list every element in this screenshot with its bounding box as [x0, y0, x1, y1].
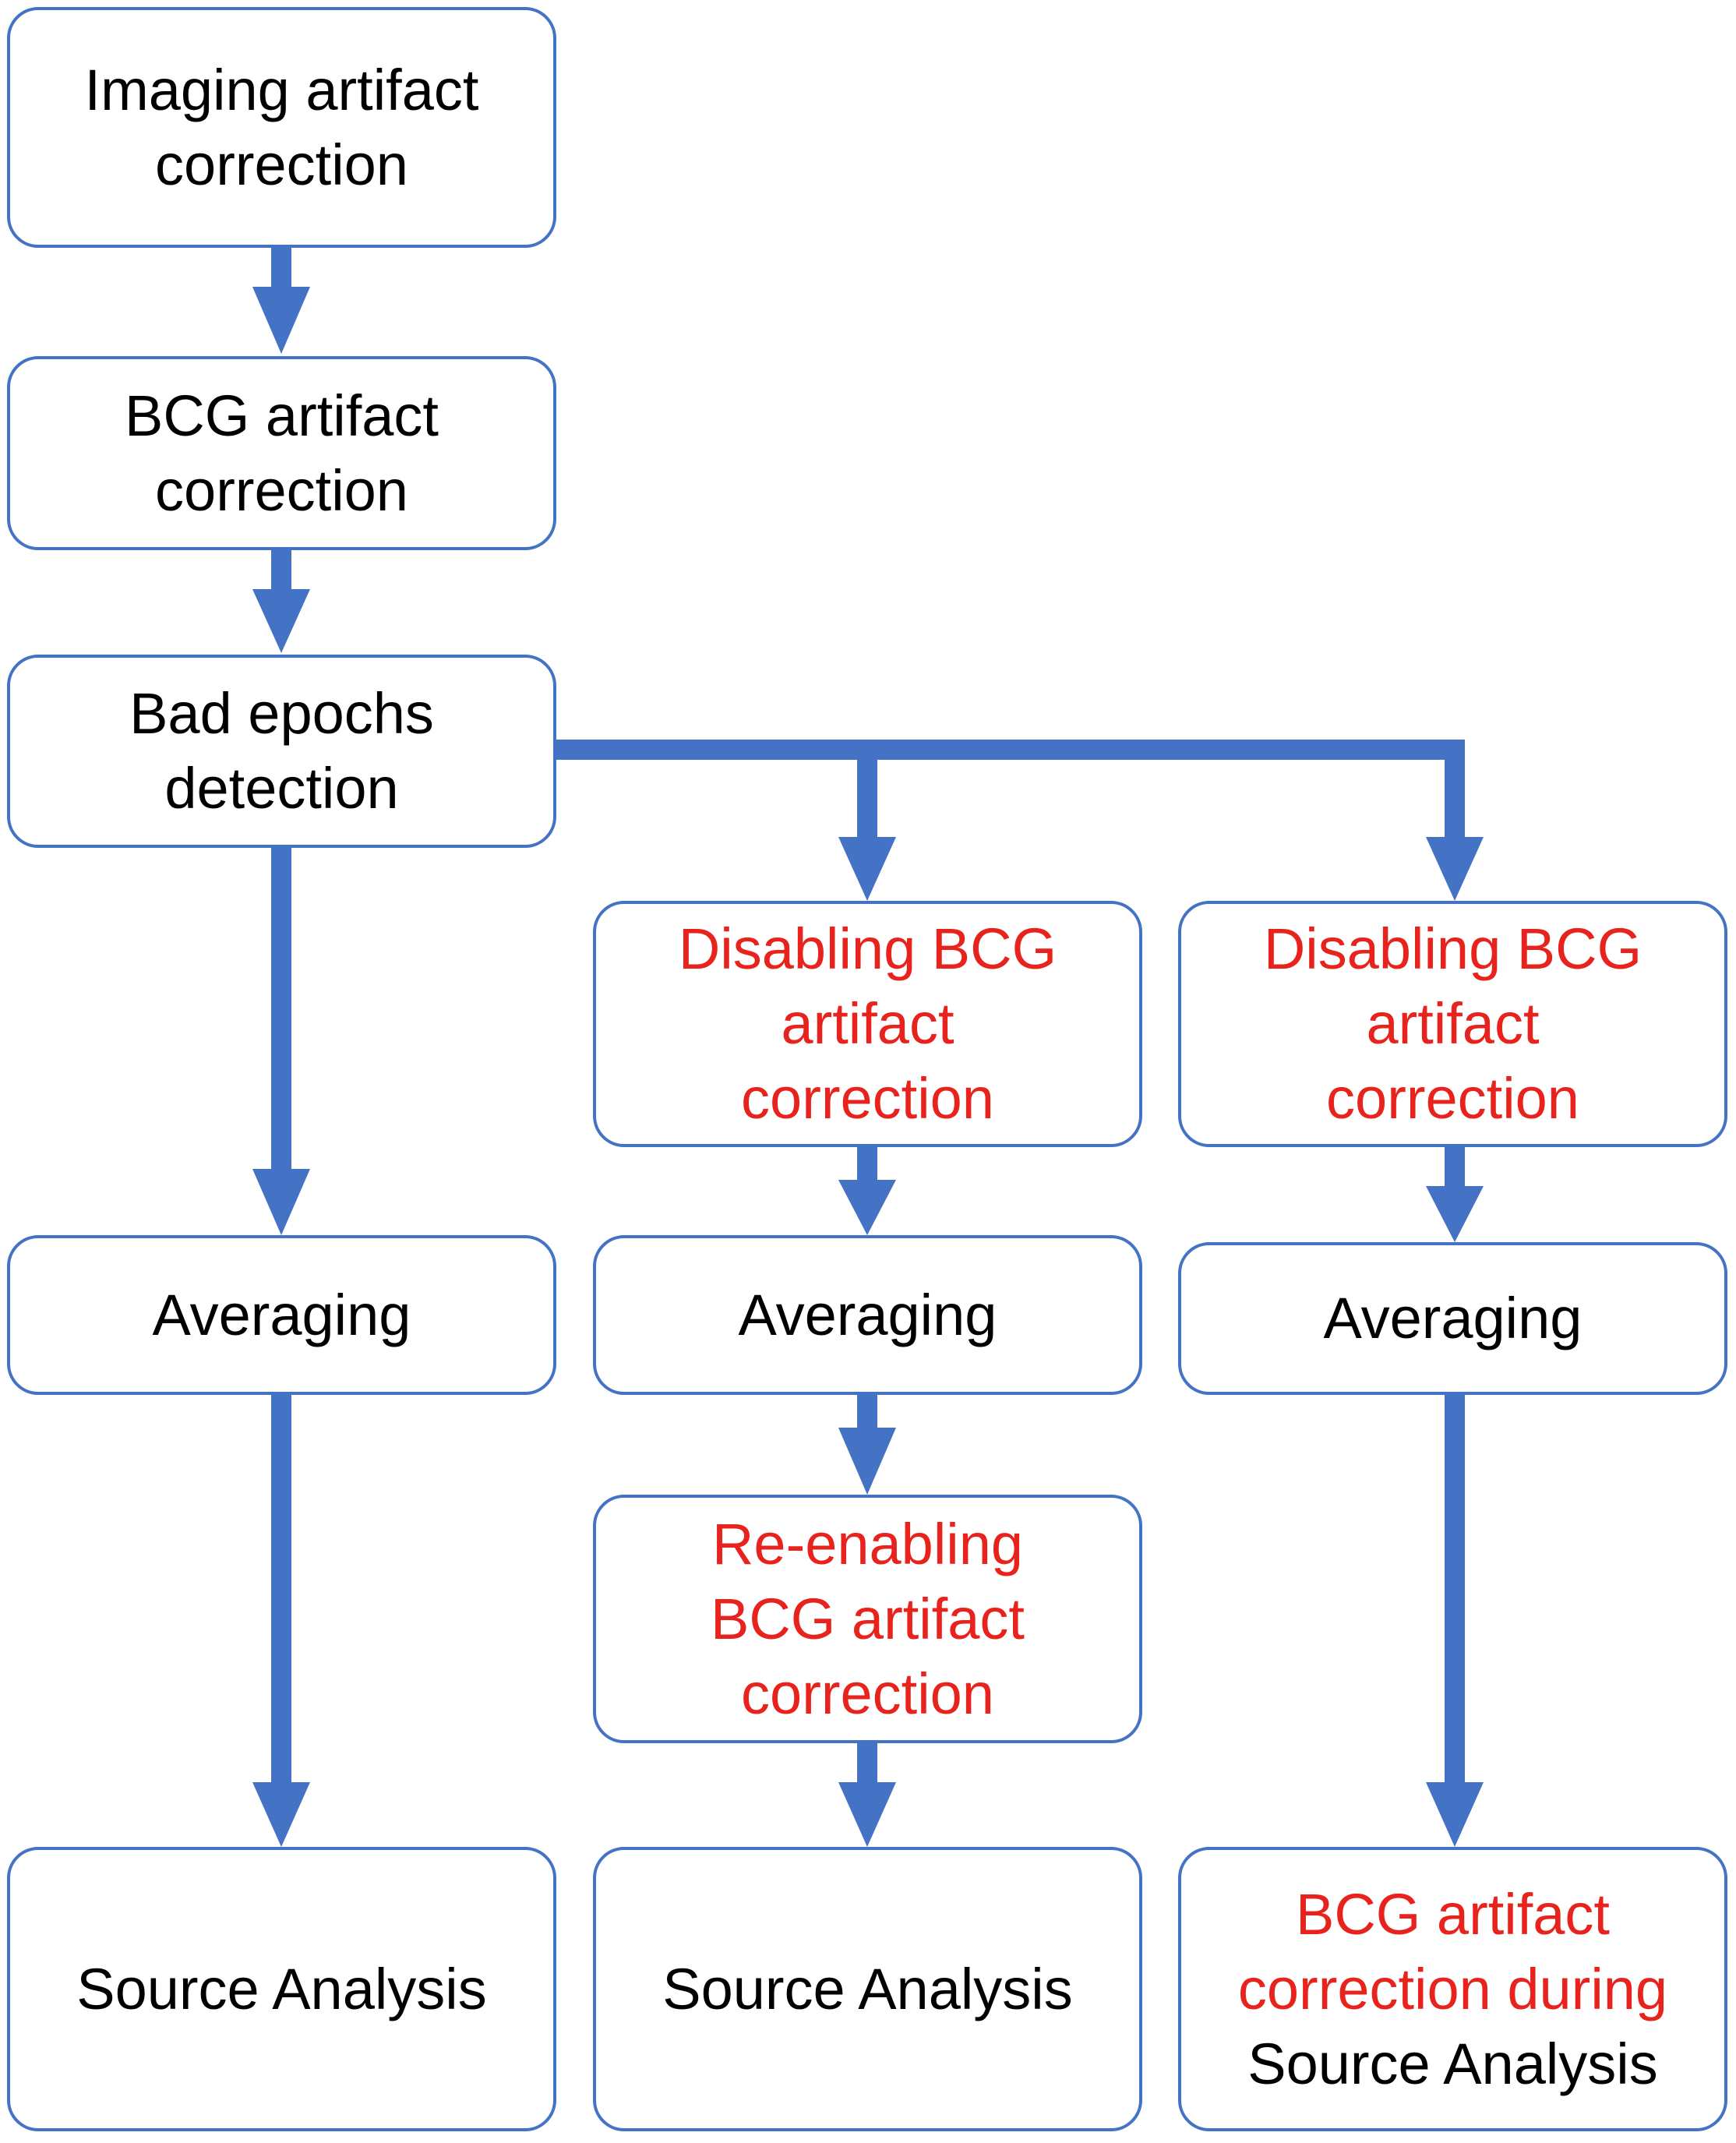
node-source-mid-label: Source Analysis [662, 1956, 1073, 2021]
node-disable-right-line-1: Disabling BCG [1263, 916, 1642, 981]
node-source-right-line-3: Source Analysis [1247, 2031, 1658, 2096]
node-source-right-line-2: correction during [1237, 1956, 1668, 2021]
node-bcg-correction-during-source-analysis: BCG artifact correction during Source An… [1178, 1847, 1727, 2131]
node-averaging-right-label: Averaging [1323, 1286, 1583, 1350]
node-averaging-right: Averaging [1178, 1242, 1727, 1395]
node-disabling-bcg-right: Disabling BCG artifact correction [1178, 901, 1727, 1147]
node-source-analysis-left: Source Analysis [7, 1847, 556, 2131]
node-bad-epochs-line-1: Bad epochs [129, 681, 434, 746]
arrow-shaft-bad-epochs-to-avg-left [271, 848, 291, 1169]
arrow-head-imaging-to-bcg [252, 287, 310, 354]
node-averaging-middle: Averaging [593, 1235, 1142, 1395]
node-reenable-line-1: Re-enabling [711, 1511, 1024, 1576]
arrow-head-disable-mid-to-avg-mid [838, 1180, 896, 1235]
node-bad-epochs-line-2: detection [164, 756, 399, 821]
node-averaging-mid-label: Averaging [738, 1282, 997, 1347]
node-disable-mid-line-3: correction [741, 1066, 994, 1131]
arrow-shaft-bcg-to-bad-epochs [271, 550, 291, 589]
node-bcg-artifact-correction: BCG artifact correction [7, 356, 556, 550]
arrow-shaft-branch-to-disable-mid [857, 750, 877, 837]
node-disable-right-line-3: correction [1326, 1066, 1579, 1131]
node-disable-mid-line-2: artifact [781, 991, 954, 1056]
arrow-shaft-avg-left-to-source-left [271, 1395, 291, 1782]
arrow-shaft-disable-mid-to-avg-mid [857, 1147, 877, 1180]
node-reenabling-bcg: Re-enabling BCG artifact correction [593, 1495, 1142, 1743]
arrow-head-avg-left-to-source-left [252, 1782, 310, 1847]
node-bad-epochs-detection: Bad epochs detection [7, 655, 556, 848]
node-disable-right-line-2: artifact [1366, 991, 1540, 1056]
arrow-shaft-avg-right-to-source-right [1445, 1395, 1465, 1782]
arrow-shaft-branch-to-disable-right [1445, 750, 1465, 837]
branch-line-horizontal [556, 740, 1465, 760]
arrow-head-branch-to-disable-mid [838, 837, 896, 901]
arrow-head-reenable-to-source-mid [838, 1782, 896, 1847]
node-imaging-line-2: correction [155, 132, 408, 197]
node-averaging-left: Averaging [7, 1235, 556, 1395]
arrow-shaft-disable-right-to-avg-right [1445, 1147, 1465, 1186]
arrow-head-avg-mid-to-reenable [838, 1428, 896, 1495]
arrow-head-bcg-to-bad-epochs [252, 589, 310, 653]
node-reenable-line-3: correction [741, 1661, 994, 1726]
node-bcg-line-1: BCG artifact [125, 383, 439, 448]
node-averaging-left-label: Averaging [152, 1282, 411, 1347]
node-source-right-line-1: BCG artifact [1296, 1881, 1610, 1947]
arrow-shaft-imaging-to-bcg [271, 248, 291, 287]
arrow-head-branch-to-disable-right [1426, 837, 1484, 901]
node-bcg-line-2: correction [155, 457, 408, 523]
arrow-head-bad-epochs-to-avg-left [252, 1169, 310, 1235]
arrow-head-disable-right-to-avg-right [1426, 1186, 1484, 1242]
node-imaging-line-1: Imaging artifact [84, 57, 479, 122]
node-disabling-bcg-middle: Disabling BCG artifact correction [593, 901, 1142, 1147]
arrow-head-avg-right-to-source-right [1426, 1782, 1484, 1847]
node-disable-mid-line-1: Disabling BCG [678, 916, 1057, 981]
node-source-analysis-middle: Source Analysis [593, 1847, 1142, 2131]
arrow-shaft-reenable-to-source-mid [857, 1743, 877, 1782]
node-reenable-line-2: BCG artifact [711, 1586, 1025, 1651]
node-source-left-label: Source Analysis [76, 1956, 487, 2021]
arrow-shaft-avg-mid-to-reenable [857, 1395, 877, 1428]
node-imaging-artifact-correction: Imaging artifact correction [7, 7, 556, 248]
